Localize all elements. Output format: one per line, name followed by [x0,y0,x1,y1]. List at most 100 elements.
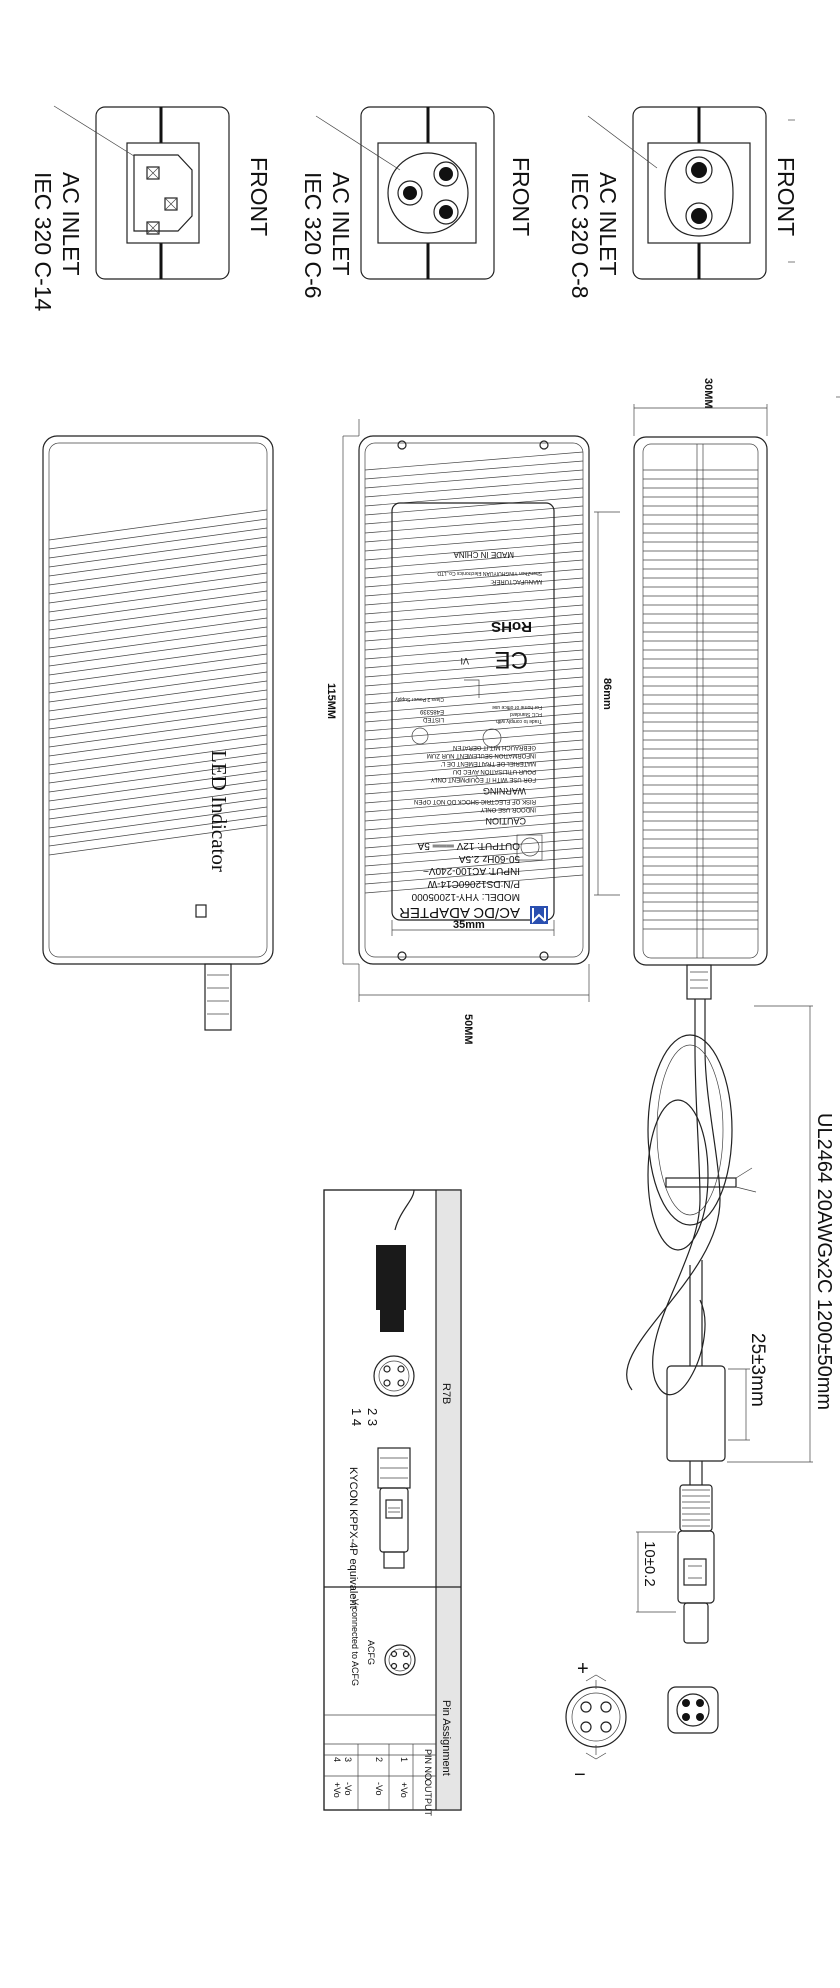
housing-rib [364,856,584,876]
inlet-c6-label: AC INLET [328,172,354,276]
inlet-c14-label: AC INLET [58,172,84,276]
label-listed-num: E485339 [419,708,444,714]
housing-rib [364,505,584,525]
housing-rib [364,604,584,624]
label-title: AC/DC ADAPTER [399,904,520,921]
housing-rib [364,622,584,642]
housing-rib [48,743,268,775]
table-connector-name: KYCON KPPX-4P equivalent [347,1467,359,1609]
inlet-c8-side: FRONT [773,157,799,236]
housing-rib [364,757,584,777]
polarity-plus: + [577,1658,589,1680]
label-made-in: MADE IN CHINA [453,550,514,559]
label-class2: Class 2 Power Supply [395,696,444,702]
label-warning-t1: FOR USE WITH IT EQUIPMENT ONLY [431,776,536,782]
housing-rib [364,730,584,750]
label-listed: LISTED [422,716,444,722]
plug-end-view [565,1674,719,1760]
housing-rib [364,721,584,741]
housing-rib [364,748,584,768]
housing-rib [48,662,268,694]
inlet-c8-standard: IEC 320 C-8 [567,172,593,299]
table-out-1: +Vo [399,1782,409,1798]
label-manufacturer: MANUFACTURER: [490,578,542,584]
housing-rib [364,559,584,579]
adapter-label-view [342,419,590,1002]
housing-rib [364,541,584,561]
housing-rib [48,779,268,811]
housing-rib [48,572,268,604]
housing-rib [364,595,584,615]
inlet-c14-standard: IEC 320 C-14 [30,172,56,312]
dim-cable: UL2464 20AWGx2C 1200±50mm [813,1113,835,1410]
rating-label: AC/DC ADAPTER MODEL: YHY-12005000 P/N:DS… [395,550,548,924]
dim-length: 115MM [325,683,337,719]
label-pn: P/N:DS12060C14-W [427,878,520,889]
table-out-3: -Vo [343,1782,353,1796]
dim-depth: 50MM [462,1014,474,1045]
housing-rib [364,712,584,732]
housing-rib [364,829,584,849]
housing-rib [48,509,268,541]
housing-rib [364,676,584,696]
housing-rib [364,847,584,867]
housing-rib [48,797,268,829]
dim-width: 30MM [702,378,714,409]
housing-rib [364,694,584,714]
label-fcc2: FCC Standard [510,711,542,717]
table-pins-bottom: 1 4 [349,1408,364,1426]
housing-rib [48,617,268,649]
housing-rib [48,545,268,577]
housing-rib [48,725,268,757]
output-cable [625,999,757,1644]
housing-rib [48,626,268,658]
housing-rib [48,689,268,721]
adapter-led-view [42,435,274,1031]
label-caution: CAUTION [486,816,527,826]
dim-label-width: 35mm [453,919,485,931]
housing-rib [48,716,268,748]
housing-rib [364,631,584,651]
housing-rib [364,667,584,687]
inlet-c6 [315,106,495,280]
housing-rib [48,554,268,586]
dim-ferrite: 25±3mm [747,1333,768,1407]
housing-rib [364,703,584,723]
label-fcc1: Trade to comply with [496,718,542,724]
housing-rib [364,496,584,516]
label-input2: 50-60Hz 2.5A [459,853,520,864]
connector-table [323,1189,462,1811]
housing-rib [48,752,268,784]
housing-rib [364,514,584,534]
housing-rib [48,698,268,730]
housing-rib [48,581,268,613]
table-col-pin: PIN NO. [423,1749,433,1783]
housing-rib [48,563,268,595]
led-indicator-label: LED Indicator [207,750,231,872]
table-col-output: OUTPUT [423,1779,433,1817]
housing-rib [364,640,584,660]
label-warning-t3: MATERIEL DE TRAITEMENT DE L' [441,760,536,766]
dim-lines [594,511,813,1613]
table-model-header: R7B [440,1383,452,1404]
label-model: MODEL: YHY-12005000 [411,891,520,902]
label-vi: VI [460,656,469,666]
dim-label-height: 86mm [601,678,613,710]
housing-rib [48,671,268,703]
housing-rib [364,613,584,633]
table-pin-header: Pin Assignment [440,1700,452,1776]
table-pin-2: 2 [374,1757,384,1762]
housing-rib [364,838,584,858]
housing-rib [48,770,268,802]
housing-rib [364,478,584,498]
housing-rib [364,460,584,480]
housing-rib [364,739,584,759]
housing-rib [48,761,268,793]
table-pin-1: 1 [399,1757,409,1762]
housing-rib [48,806,268,838]
housing-rib [48,644,268,676]
inlet-c14 [53,105,230,280]
housing-rib [48,518,268,550]
inlet-c8 [587,106,795,280]
